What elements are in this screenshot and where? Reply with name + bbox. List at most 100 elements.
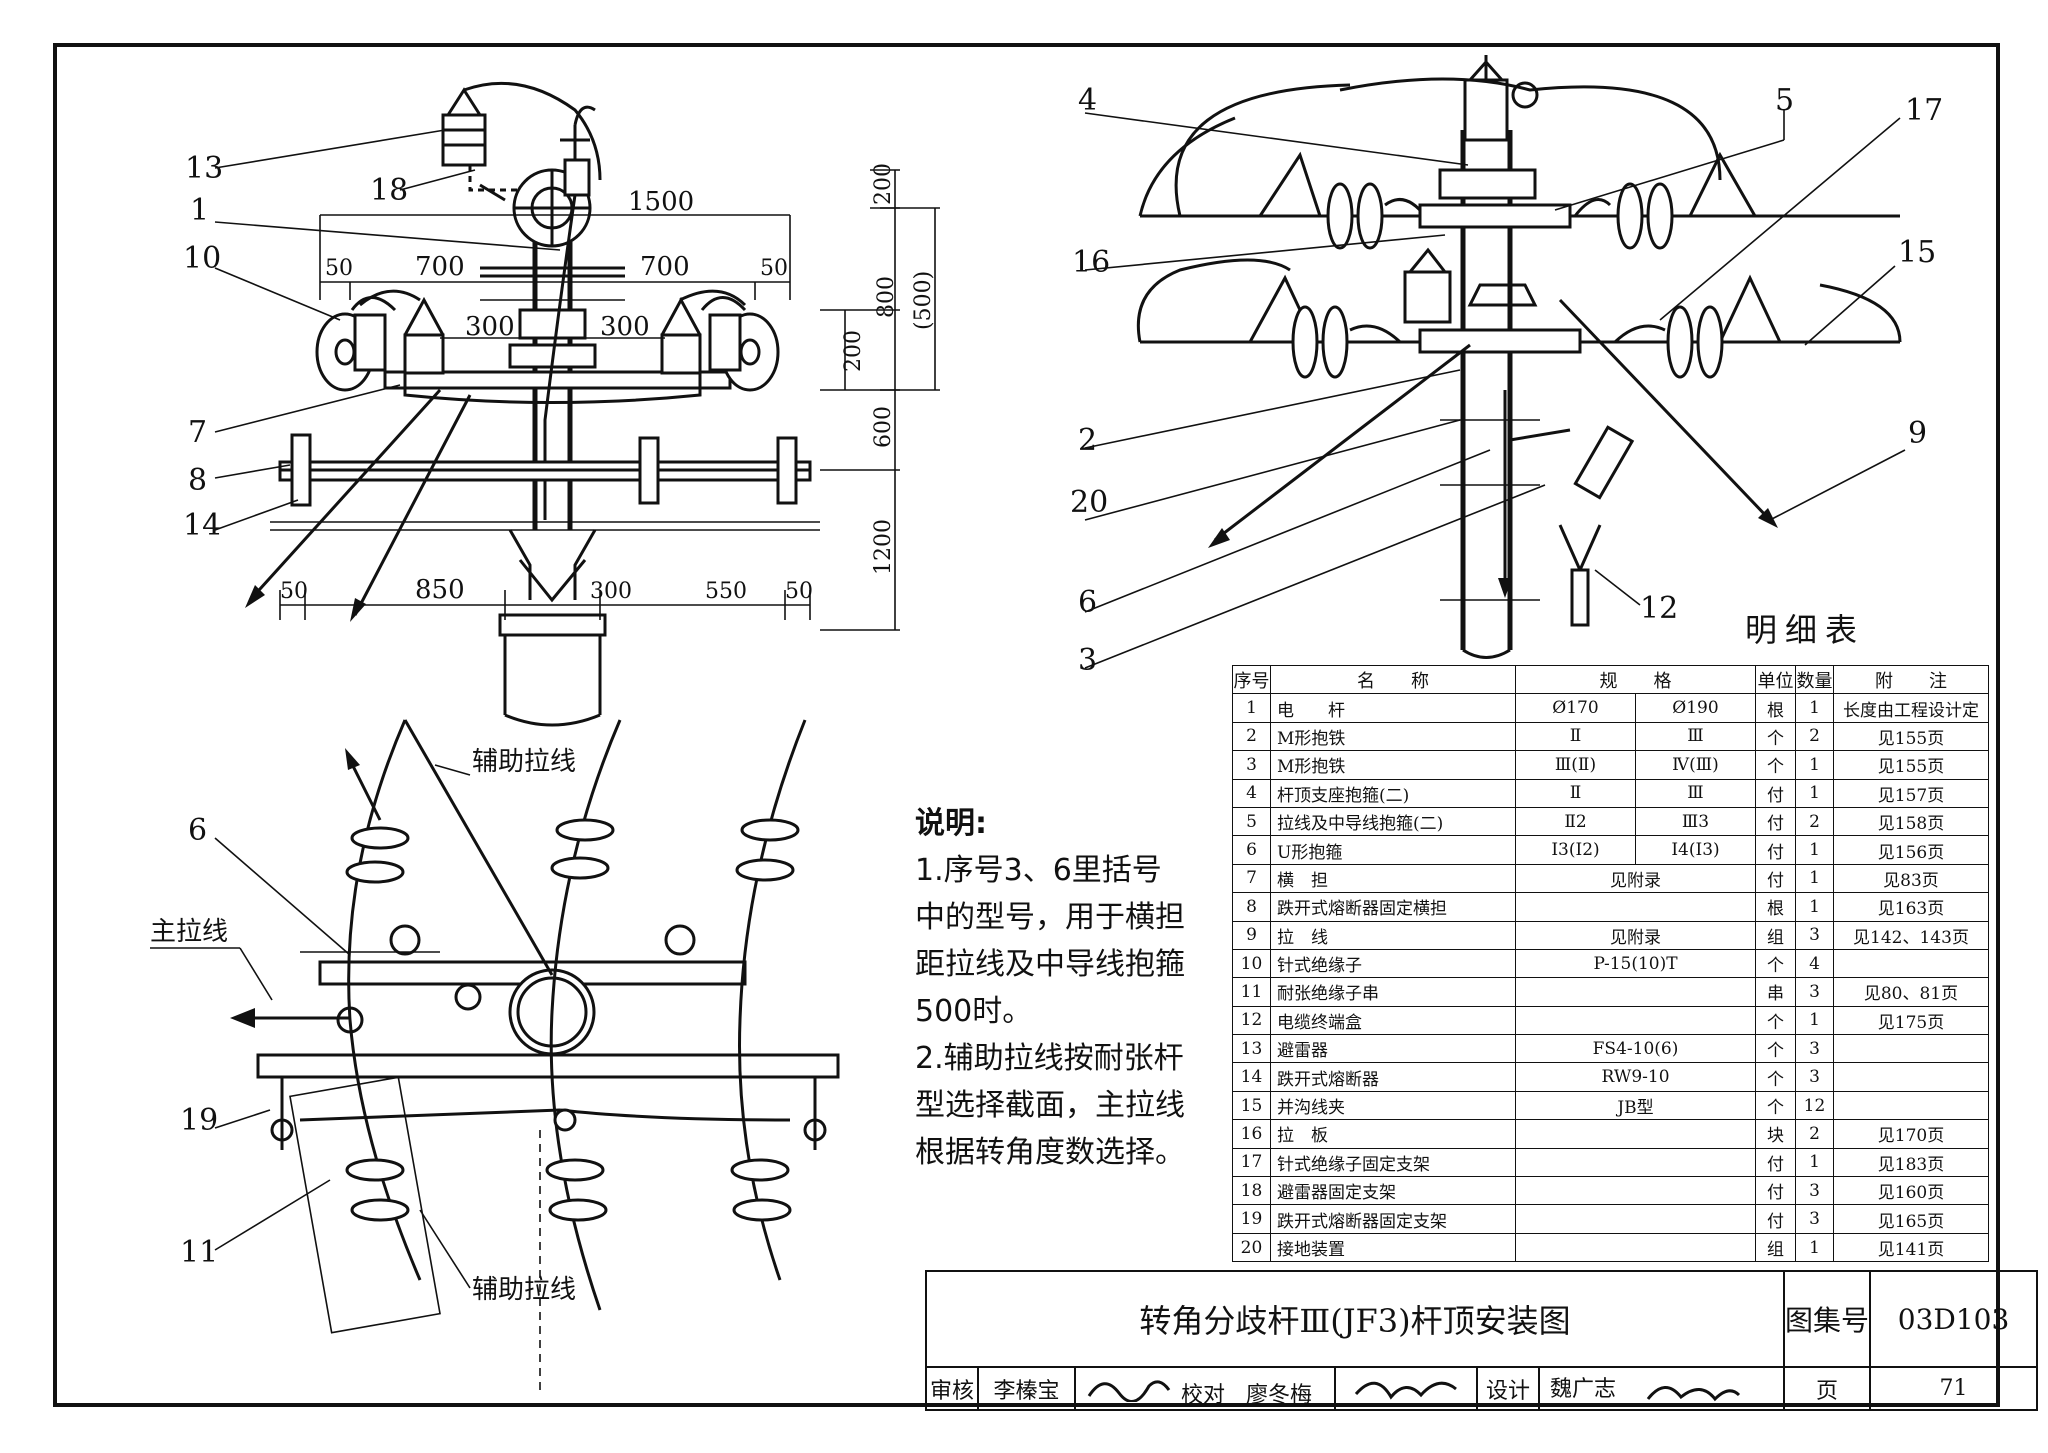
bom-cell-qty: 2	[1795, 721, 1834, 752]
bom-cell-spec	[1515, 892, 1756, 922]
callout-2: 2	[1078, 423, 1097, 458]
bom-cell-qty: 2	[1795, 806, 1834, 837]
bom-cell-unit: 个	[1755, 1005, 1796, 1036]
bom-cell-name: U形抱箍	[1270, 835, 1516, 865]
bom-cell-spec-b: Ⅲ	[1635, 778, 1756, 808]
bom-cell-qty: 3	[1795, 1176, 1834, 1206]
bom-cell-note: 见170页	[1833, 1119, 1989, 1149]
bom-cell-spec	[1515, 977, 1756, 1007]
signatures-cell: 校对 廖冬梅	[1074, 1366, 1336, 1411]
bom-cell-unit: 组	[1755, 1232, 1796, 1263]
bom-cell-note: 长度由工程设计定	[1833, 693, 1989, 723]
bom-cell-note: 见160页	[1833, 1176, 1989, 1206]
bom-cell-unit: 根	[1755, 892, 1796, 922]
title-block: 转角分歧杆Ⅲ(JF3)杆顶安装图 图集号 03D103 审核 李榛宝 校对 廖冬…	[925, 1270, 2039, 1411]
label-aux-guy-top: 辅助拉线	[472, 747, 576, 777]
dim-550: 550	[705, 579, 747, 604]
reviewer-signature	[1087, 1380, 1171, 1403]
callout-6-plan: 6	[188, 813, 207, 848]
bom-cell-name: 电缆终端盒	[1270, 1005, 1516, 1036]
bom-cell-name: 避雷器	[1270, 1034, 1516, 1064]
bom-cell-no: 17	[1232, 1147, 1271, 1178]
bom-cell-no: 7	[1232, 863, 1271, 894]
bom-cell-name: M形抱铁	[1270, 750, 1516, 780]
bom-cell-unit: 付	[1755, 806, 1796, 837]
bom-cell-name: 杆顶支座抱箍(二)	[1270, 778, 1516, 808]
dim-v-600: 600	[871, 406, 896, 448]
bom-cell-qty: 12	[1795, 1090, 1834, 1121]
callout-11: 11	[180, 1235, 218, 1270]
bom-header-spec: 规 格	[1515, 664, 1756, 695]
bom-cell-name: M形抱铁	[1270, 721, 1516, 752]
atlas-label: 图集号	[1782, 1270, 1872, 1368]
bom-cell-no: 8	[1232, 892, 1271, 922]
checker-name: 廖冬梅	[1246, 1383, 1313, 1408]
bom-cell-name: 拉线及中导线抱箍(二)	[1270, 806, 1516, 837]
bom-cell-spec: FS4-10(6)	[1515, 1034, 1756, 1064]
bom-cell-name: 跌开式熔断器固定支架	[1270, 1204, 1516, 1234]
note-item-1: 1.序号3、6里括号中的型号，用于横担距拉线及中导线抱箍500时。	[915, 853, 1185, 1029]
bom-cell-qty: 1	[1795, 778, 1834, 808]
note-item-2: 2.辅助拉线按耐张杆型选择截面，主拉线根据转角度数选择。	[915, 1041, 1185, 1170]
bom-cell-no: 3	[1232, 750, 1271, 780]
bom-cell-note: 见158页	[1833, 806, 1989, 837]
dim-v-200-top: 200	[871, 163, 896, 205]
dim-1500: 1500	[628, 187, 694, 217]
bom-cell-spec	[1515, 1147, 1756, 1178]
dim-300-right: 300	[600, 312, 650, 342]
callout-15: 15	[1898, 235, 1936, 270]
bom-cell-qty: 3	[1795, 920, 1834, 950]
callout-16: 16	[1072, 245, 1110, 280]
dim-300-left: 300	[465, 312, 515, 342]
bom-cell-unit: 块	[1755, 1119, 1796, 1149]
bom-header-name: 名 称	[1270, 664, 1516, 695]
bom-cell-qty: 3	[1795, 1204, 1834, 1234]
bom-cell-spec-a: Ⅱ	[1515, 778, 1636, 808]
bom-cell-spec	[1515, 1005, 1756, 1036]
label-aux-guy-bottom: 辅助拉线	[472, 1275, 576, 1305]
bom-cell-name: 跌开式熔断器固定横担	[1270, 892, 1516, 922]
bom-cell-note: 见163页	[1833, 892, 1989, 922]
dim-bottom-300: 300	[590, 579, 632, 604]
bom-cell-qty: 1	[1795, 693, 1834, 723]
bom-header-no: 序号	[1232, 664, 1271, 695]
bom-title: 明细表	[1745, 611, 1866, 649]
bom-cell-qty: 3	[1795, 977, 1834, 1007]
bom-cell-note: 见155页	[1833, 750, 1989, 780]
bom-cell-no: 4	[1232, 778, 1271, 808]
bom-cell-unit: 个	[1755, 750, 1796, 780]
bom-cell-no: 14	[1232, 1062, 1271, 1092]
bom-header-unit: 单位	[1755, 664, 1796, 695]
callout-12: 12	[1640, 591, 1678, 626]
bom-cell-note: 见80、81页	[1833, 977, 1989, 1007]
side-view: 4 5 17 16 15 2 20 9 6 12 3	[1070, 55, 1943, 678]
bom-cell-unit: 串	[1755, 977, 1796, 1007]
bom-cell-qty: 1	[1795, 1005, 1834, 1036]
bom-cell-note	[1833, 1062, 1989, 1092]
review-label: 审核	[925, 1366, 979, 1411]
bom-cell-unit: 组	[1755, 920, 1796, 950]
designer-name: 魏广志	[1550, 1376, 1617, 1402]
bom-cell-note: 见165页	[1833, 1204, 1989, 1234]
bom-cell-unit: 付	[1755, 1204, 1796, 1234]
dim-700-left: 700	[415, 252, 465, 282]
callout-13: 13	[185, 151, 223, 186]
bom-cell-name: 跌开式熔断器	[1270, 1062, 1516, 1092]
bom-cell-no: 11	[1232, 977, 1271, 1007]
bom-cell-spec	[1515, 1232, 1756, 1263]
callout-10: 10	[183, 241, 221, 276]
bom-cell-unit: 个	[1755, 1062, 1796, 1092]
bom-cell-no: 20	[1232, 1232, 1271, 1263]
bom-cell-name: 拉 线	[1270, 920, 1516, 950]
